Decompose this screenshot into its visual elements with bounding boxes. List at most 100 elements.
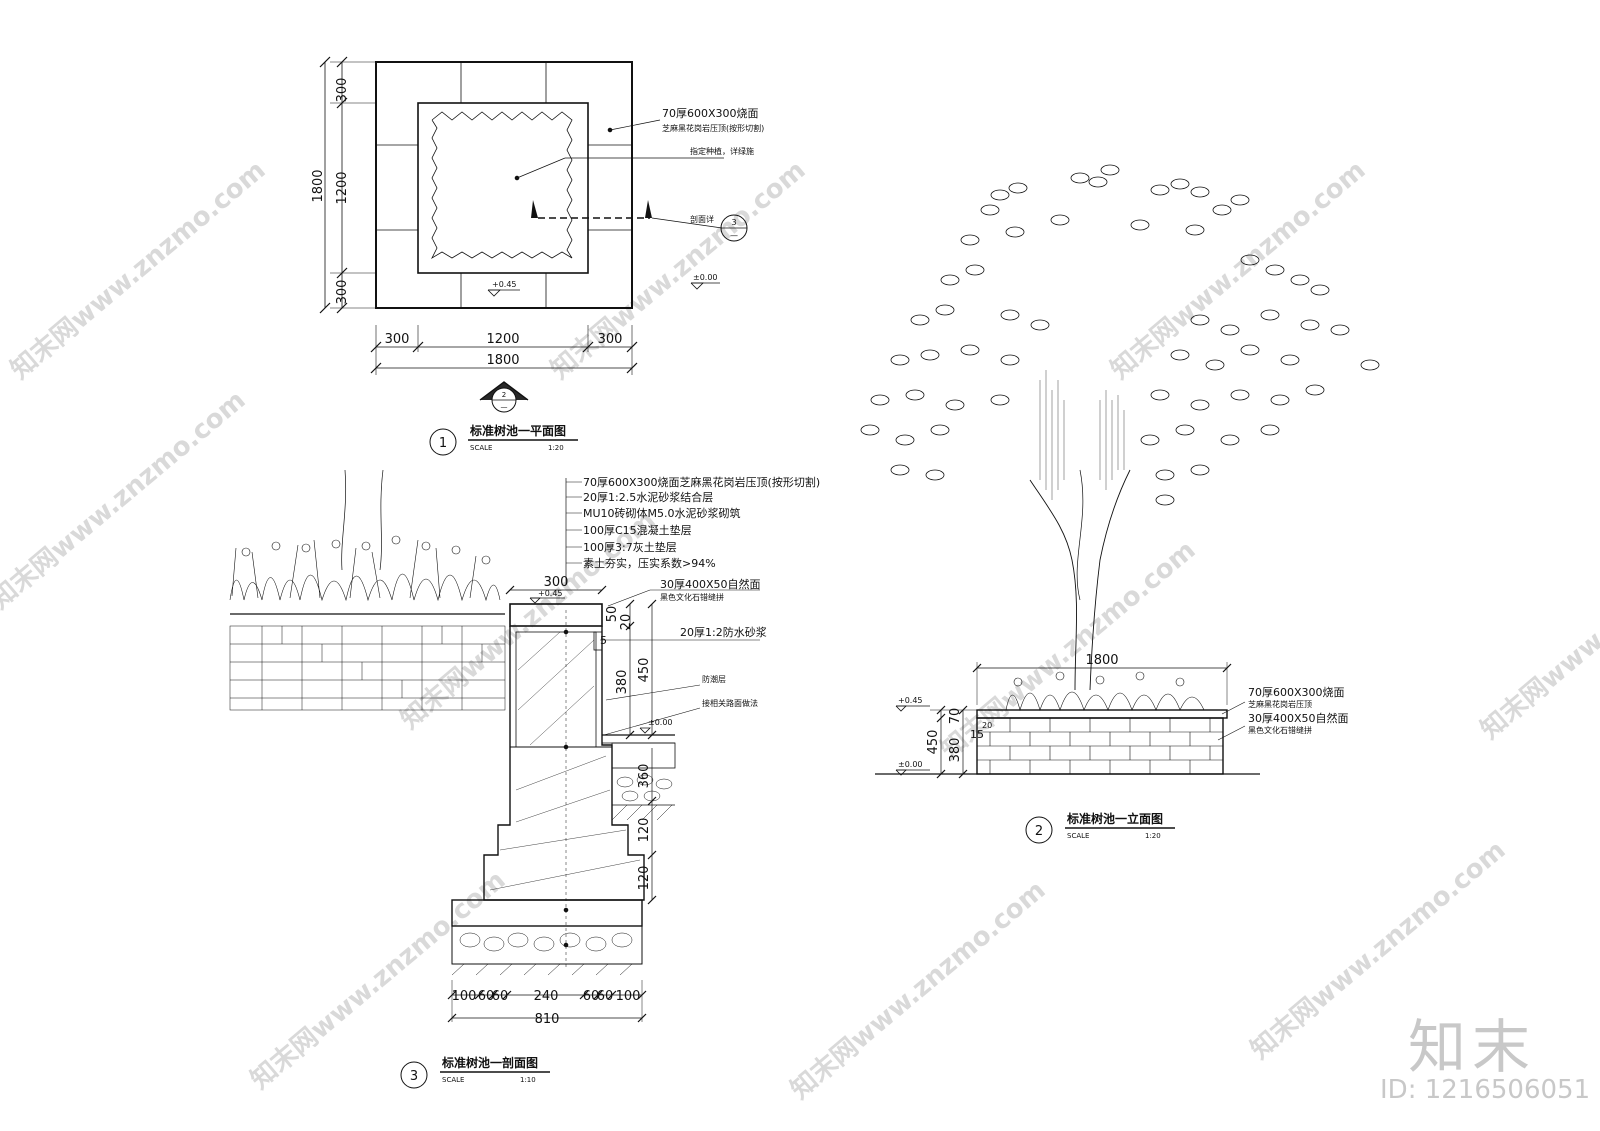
section-bottom-dim: 60 <box>597 989 614 1004</box>
elev-marker-sub: — <box>501 403 508 411</box>
plan-title-num: 1 <box>439 436 447 451</box>
section-bottom-dim: 240 <box>534 989 559 1004</box>
planter-brick-pattern <box>977 718 1223 774</box>
elev-title: 标准树池一立面图 <box>1066 811 1163 826</box>
section-veneer-2: 黑色文化石错缝拼 <box>660 592 724 602</box>
section-pavement: 接相关路面做法 <box>702 698 758 708</box>
elev-dim-15: 15 <box>970 728 984 741</box>
section-dim-50: 50 <box>605 606 620 623</box>
plan-dim-top: 300 <box>335 78 350 103</box>
section-layer-2: 20厚1:2.5水泥砂浆结合层 <box>583 490 713 504</box>
wall-hatch <box>489 631 641 891</box>
soil-hatch <box>229 613 506 711</box>
elev-note-paving2: 芝麻黑花岗岩压顶 <box>1248 699 1312 709</box>
section-dim-120a: 120 <box>637 818 652 843</box>
section-dampproof: 防潮层 <box>702 674 726 684</box>
plan-dim-center: 1200 <box>486 332 519 347</box>
paving-joints <box>376 62 632 308</box>
elev-dim-70: 70 <box>948 708 963 725</box>
plan-note-planting: 指定种植，详绿施 <box>690 146 754 156</box>
plan-dim-right: 300 <box>598 332 623 347</box>
plan-dim-total-v: 1800 <box>311 169 326 202</box>
section-veneer-1: 30厚400X50自然面 <box>660 577 761 591</box>
section-labels: 70厚600X300烧面芝麻黑花岗岩压顶(按形切割) 20厚1:2.5水泥砂浆结… <box>410 475 820 1084</box>
section-waterproof: 20厚1:2防水砂浆 <box>680 625 767 639</box>
elev-level-top: +0.45 <box>898 696 923 705</box>
elev-dim-380: 380 <box>948 738 963 763</box>
elevation-shrubs <box>1005 671 1205 712</box>
section-scale-value: 1:10 <box>520 1076 536 1084</box>
section-scale-label: SCALE <box>442 1076 464 1084</box>
plan-level-top: +0.45 <box>492 280 517 289</box>
section-bottom-dim: 100 <box>452 989 477 1004</box>
wall-body <box>483 626 645 901</box>
section-dim-total: 810 <box>535 1012 560 1027</box>
watermark-text: 知末网www.znzmo.com <box>1475 515 1600 745</box>
plan-note-section: 剖面详 <box>690 214 714 224</box>
section-dim-cap: 300 <box>544 575 569 590</box>
section-title: 标准树池一剖面图 <box>441 1055 538 1070</box>
elevation-labels: 1800 70厚600X300烧面 芝麻黑花岗岩压顶 30厚400X50自然面 … <box>898 653 1349 840</box>
elev-marker-num: 2 <box>502 391 506 399</box>
plan-outer-square <box>375 61 633 309</box>
tree-canopy <box>860 164 1380 506</box>
section-dim-380: 380 <box>615 670 630 695</box>
section-view <box>229 469 760 1089</box>
section-bottom-dim: 60 <box>583 989 600 1004</box>
elev-level-ground: ±0.00 <box>898 760 923 769</box>
plan-dim-bot: 300 <box>335 280 350 305</box>
elev-title-num: 2 <box>1035 824 1043 839</box>
elev-dim-20: 20 <box>982 721 992 730</box>
watermark-text: 知末网www.znzmo.com <box>545 155 811 385</box>
section-layer-5: 100厚3:7灰土垫层 <box>583 540 677 554</box>
elev-dim-450: 450 <box>926 730 941 755</box>
elevation-view <box>860 164 1380 844</box>
section-level-top: +0.45 <box>538 589 563 598</box>
elev-dim-width: 1800 <box>1085 653 1118 668</box>
section-dim-5: 5 <box>600 634 607 647</box>
tree-trunk <box>1029 479 1077 691</box>
brand-logo: 知末 <box>1408 1013 1537 1081</box>
elev-scale-label: SCALE <box>1067 832 1089 840</box>
plan-inner-square <box>417 102 589 274</box>
elev-veneer-2: 黑色文化石错缝拼 <box>1248 725 1312 735</box>
plan-dim-left: 300 <box>385 332 410 347</box>
section-layer-1: 70厚600X300烧面芝麻黑花岗岩压顶(按形切割) <box>583 475 820 489</box>
plan-dim-mid: 1200 <box>335 171 350 204</box>
section-marker-sub: — <box>730 231 738 240</box>
section-bottom-dim: 60 <box>492 989 509 1004</box>
plan-dim-total-h: 1800 <box>486 353 519 368</box>
shrub-planting <box>229 535 501 602</box>
section-layer-6: 素土夯实，压实系数>94% <box>583 556 716 570</box>
plan-scale-label: SCALE <box>470 444 492 452</box>
section-dim-120b: 120 <box>637 866 652 891</box>
capstone <box>509 603 603 627</box>
watermark-text: 知末网www.znzmo.com <box>1105 155 1371 385</box>
watermark-layer: 知末网www.znzmo.com 知末网www.znzmo.com 知末网www… <box>0 155 1600 1105</box>
footing-gravel <box>451 925 643 965</box>
elev-veneer-1: 30厚400X50自然面 <box>1248 711 1349 725</box>
section-dim-450: 450 <box>637 658 652 683</box>
plan-level-ground: ±0.00 <box>693 273 718 282</box>
section-title-num: 3 <box>410 1069 418 1084</box>
section-layer-3: MU10砖砌体M5.0水泥砂浆砌筑 <box>583 506 741 520</box>
section-bottom-dim: 60 <box>478 989 495 1004</box>
elev-note-paving: 70厚600X300烧面 <box>1248 686 1345 699</box>
section-dim-20: 20 <box>619 614 634 631</box>
section-level-ground: ±0.00 <box>648 718 673 727</box>
watermark-text: 知末网www.znzmo.com <box>0 385 251 615</box>
plan-title-circle <box>429 428 457 456</box>
elev-scale-value: 1:20 <box>1145 832 1161 840</box>
image-id: ID: 1216506051 <box>1380 1075 1591 1105</box>
watermark-text: 知末网www.znzmo.com <box>5 155 271 385</box>
plan-labels: 300 1200 300 1800 300 1200 300 1800 70厚6… <box>311 78 764 452</box>
section-dim-360: 360 <box>637 764 652 789</box>
section-bottom-dim: 100 <box>616 989 641 1004</box>
plan-view <box>319 56 748 456</box>
watermark-text: 知末网www.znzmo.com <box>785 875 1051 1105</box>
plan-note-paving: 70厚600X300烧面 <box>662 107 759 120</box>
canopy-shade <box>1039 370 1125 500</box>
plan-scale-value: 1:20 <box>548 444 564 452</box>
section-marker-num: 3 <box>731 218 736 227</box>
